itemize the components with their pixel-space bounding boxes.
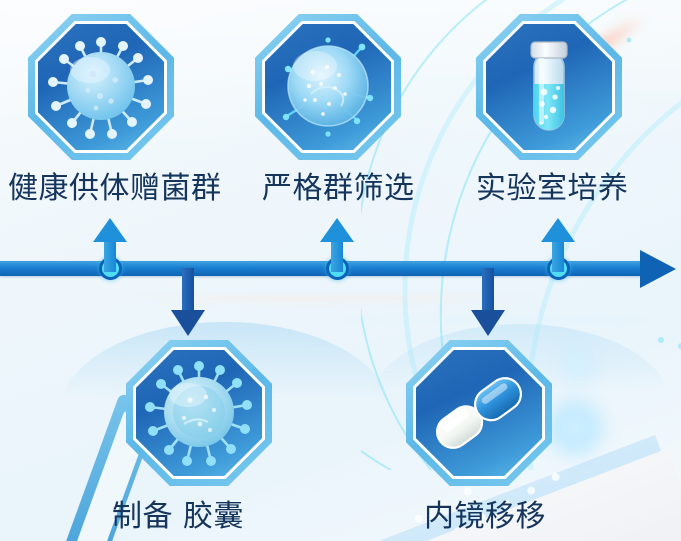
glow-spot-b <box>545 398 605 458</box>
step-label-endoscopic-transfer: 内镜移移 <box>424 499 546 534</box>
virus-spiked-icon <box>48 37 153 139</box>
step-badge-culture[interactable] <box>476 14 622 160</box>
test-tube-icon <box>530 41 568 131</box>
arrow-head-up-icon <box>93 218 127 242</box>
microbe-icon <box>145 361 252 466</box>
arrow-head-down-icon <box>171 310 205 336</box>
arrow-shaft <box>552 238 564 272</box>
step-label-culture: 实验室培养 <box>476 171 629 206</box>
glow-spot-a <box>561 348 595 382</box>
step-badge-screening[interactable] <box>255 14 401 160</box>
step-label-screening: 严格群筛选 <box>262 171 415 206</box>
connector-arrow-down-1 <box>171 268 205 336</box>
cell-sphere-icon <box>282 37 374 137</box>
arrow-head-down-icon <box>471 310 505 336</box>
step-label-capsule-prep: 制备 胶囊 <box>112 499 245 534</box>
step-badge-donor[interactable] <box>28 14 174 160</box>
step-badge-capsule-prep[interactable] <box>126 340 272 486</box>
arrow-shaft <box>331 238 343 272</box>
arrow-shaft <box>104 238 116 272</box>
arrow-shaft <box>482 268 494 314</box>
arrow-head-up-icon <box>541 218 575 242</box>
step-badge-endoscopic-transfer[interactable] <box>406 340 552 486</box>
connector-arrow-down-2 <box>471 268 505 336</box>
connector-arrow-up-1 <box>93 218 127 272</box>
connector-arrow-up-2 <box>320 218 354 272</box>
step-label-donor: 健康供体赠菌群 <box>8 171 222 206</box>
arrow-shaft <box>182 268 194 314</box>
arrow-head-up-icon <box>320 218 354 242</box>
timeline-arrowhead-icon <box>640 250 676 288</box>
connector-arrow-up-3 <box>541 218 575 272</box>
capsule-pill-icon <box>436 377 522 449</box>
